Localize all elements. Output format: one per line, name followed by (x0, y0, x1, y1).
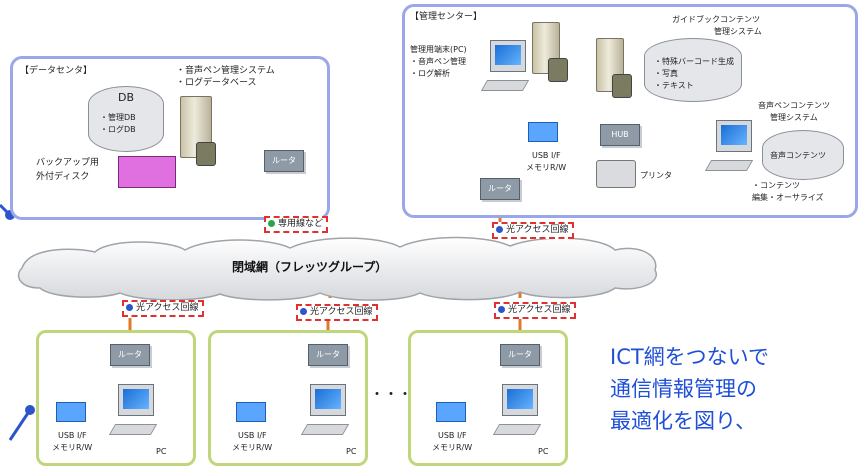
blue-dot-icon (498, 306, 505, 313)
data-center-title: 【データセンタ】 (20, 66, 93, 76)
dc-system-line2: ・ログデータベース (176, 78, 257, 88)
site1-usb-line1: USB I/F (58, 431, 87, 440)
pen-line2: 管理システム (770, 113, 818, 122)
left-connector-dot-bottom (25, 405, 35, 415)
site1-pc-monitor-icon (118, 384, 154, 416)
data-center-frame (10, 56, 330, 220)
closed-network-label: 閉域網（フレッツグループ） (232, 260, 388, 274)
terminal-line2: ・音声ペン管理 (410, 57, 466, 66)
mgmt-usb-reader-icon (528, 122, 558, 142)
mgmt-access-tag: 光アクセス回線 (492, 222, 574, 239)
printer-label: プリンタ (640, 171, 672, 180)
site2-pc-keyboard-icon (300, 424, 350, 435)
site2-access-label: 光アクセス回線 (310, 307, 373, 317)
blue-dot-icon (126, 304, 133, 311)
site2-pc-label: PC (346, 447, 357, 456)
content-storage-cylinder-icon (762, 130, 844, 180)
blue-link-lines (0, 203, 32, 441)
terminal-line1: 管理用端末(PC) (410, 45, 467, 54)
dc-link-label: 専用線など (278, 219, 324, 229)
mgmt-access-label: 光アクセス回線 (506, 225, 569, 235)
site1-router-icon: ルータ (110, 344, 150, 366)
blue-dot-icon (496, 226, 503, 233)
mgmt-usb-line2: メモリR/W (526, 163, 567, 172)
backup-disk-icon (118, 156, 176, 188)
site2-access-tag: 光アクセス回線 (296, 304, 378, 321)
content-line2: 編集・オーサライズ (752, 193, 824, 202)
site3-router-icon: ルータ (500, 344, 540, 366)
guide-drive-icon (612, 74, 632, 98)
content-label: 音声コンテンツ (770, 151, 826, 160)
mgmt-center-title: 【管理センター】 (410, 12, 483, 22)
site2-usb-reader-icon (236, 402, 266, 422)
terminal-line3: ・ログ解析 (410, 69, 450, 78)
site3-usb-reader-icon (436, 402, 466, 422)
site1-access-label: 光アクセス回線 (136, 303, 199, 313)
site3-usb-line1: USB I/F (438, 431, 467, 440)
site2-usb-line2: メモリR/W (232, 443, 273, 452)
dc-link-tag: 専用線など (264, 216, 329, 233)
pen-line1: 音声ペンコンテンツ (758, 101, 830, 110)
closed-network-cloud (17, 236, 658, 301)
mgmt-terminal-monitor-icon (490, 40, 526, 72)
backup-line2: 外付ディスク (36, 172, 90, 182)
caption-line3: 最適化を図り、 (610, 409, 757, 433)
site3-access-tag: 光アクセス回線 (494, 302, 576, 319)
site3-pc-keyboard-icon (492, 424, 542, 435)
db-line2: ・ログDB (100, 125, 136, 134)
dc-router-icon: ルータ (264, 150, 304, 172)
site1-usb-reader-icon (56, 402, 86, 422)
content-pc-monitor-icon (716, 120, 752, 152)
site1-usb-line2: メモリR/W (52, 443, 93, 452)
site2-pc-monitor-icon (310, 384, 346, 416)
site3-usb-line2: メモリR/W (432, 443, 473, 452)
guide-line2: 管理システム (714, 27, 762, 36)
content-pc-keyboard-icon (704, 160, 754, 171)
site1-access-tag: 光アクセス回線 (122, 300, 204, 317)
content-line1: ・コンテンツ (752, 181, 800, 190)
management-center-frame (402, 4, 858, 218)
mgmt-drive-icon (548, 58, 568, 82)
site1-pc-label: PC (156, 447, 167, 456)
site3-pc-monitor-icon (502, 384, 538, 416)
site3-pc-label: PC (538, 447, 549, 456)
link-label: 連携 (760, 77, 776, 86)
mgmt-usb-line1: USB I/F (532, 151, 561, 160)
mgmt-terminal-keyboard-icon (480, 80, 530, 91)
printer-icon (596, 160, 636, 188)
site3-access-label: 光アクセス回線 (508, 305, 571, 315)
database-cylinder-icon (88, 86, 164, 152)
storage-line2: ・写真 (654, 69, 678, 78)
dc-drive-icon (196, 142, 216, 166)
caption-line2: 通信情報管理の (610, 377, 757, 401)
green-dot-icon (268, 220, 275, 227)
site2-router-icon: ルータ (308, 344, 348, 366)
blue-dot-icon (300, 308, 307, 315)
guide-line1: ガイドブックコンテンツ (672, 15, 760, 24)
caption-line1: ICT網をつないで (610, 345, 770, 369)
storage-line3: ・テキスト (654, 81, 694, 90)
db-title: DB (118, 91, 135, 104)
backup-line1: バックアップ用 (36, 158, 100, 168)
site2-usb-line1: USB I/F (238, 431, 267, 440)
site-frame-3 (408, 330, 568, 466)
storage-line1: ・特殊バーコード生成 (654, 57, 734, 66)
db-line1: ・管理DB (100, 113, 136, 122)
mgmt-router-icon: ルータ (480, 178, 520, 200)
hub-icon: HUB (600, 124, 640, 146)
more-sites-ellipsis: ・・・ (370, 387, 412, 403)
guide-storage-cylinder-icon (644, 38, 742, 102)
dc-system-line1: ・音声ペン管理システム (176, 66, 275, 76)
site1-pc-keyboard-icon (108, 424, 158, 435)
